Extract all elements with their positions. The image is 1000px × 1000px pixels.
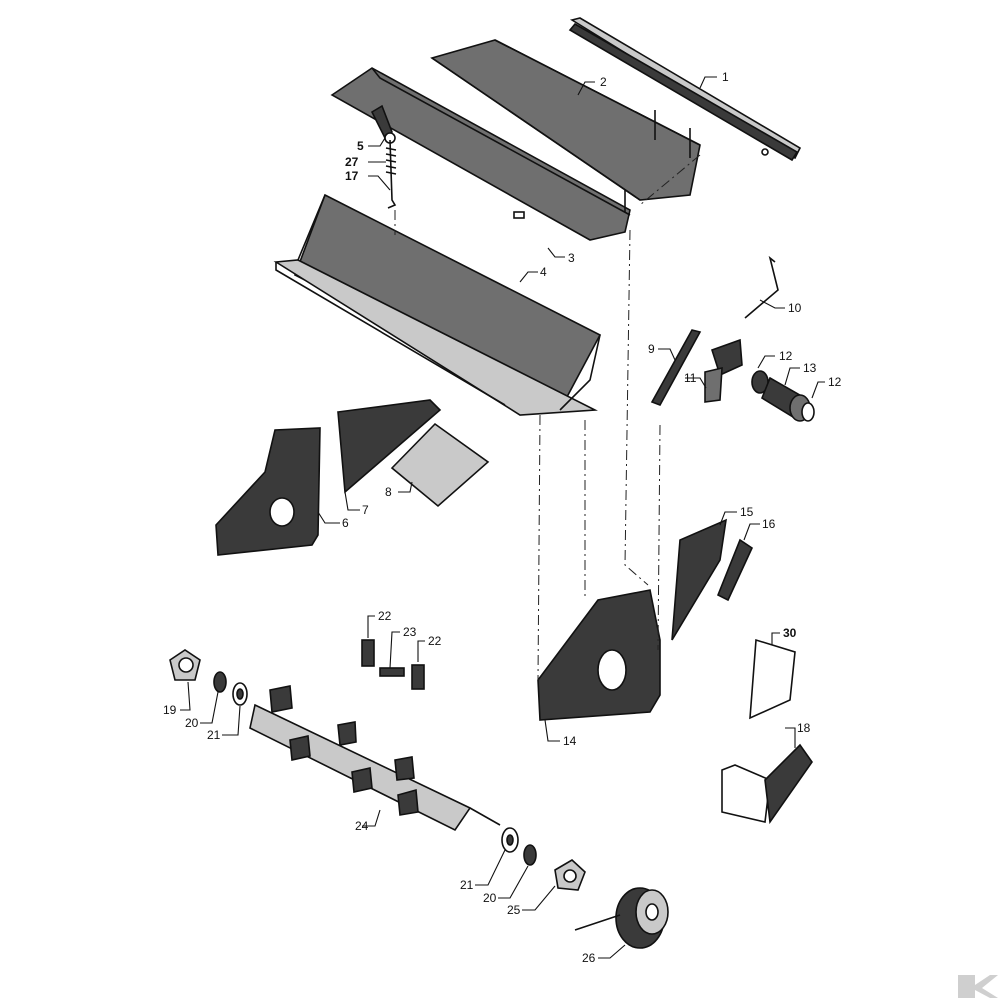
callout-12-right: 12 — [828, 375, 842, 389]
part-9-spring — [650, 329, 702, 406]
part-16-strip — [716, 538, 754, 602]
callout-20-left: 20 — [185, 716, 199, 730]
part-3-louvre-plate — [330, 67, 631, 241]
part-8-panel — [390, 422, 490, 508]
fasteners-top — [624, 110, 691, 212]
assembly-lines — [394, 154, 701, 681]
callout-11: 11 — [684, 371, 697, 385]
callout-6: 6 — [342, 516, 349, 530]
part-7-panel — [337, 399, 442, 494]
part-21-ring — [232, 682, 248, 706]
callout-23: 23 — [403, 625, 417, 639]
part-5-lever — [370, 104, 397, 209]
callout-9: 9 — [648, 342, 655, 356]
callout-21-left: 21 — [207, 728, 221, 742]
part-20-bearing — [213, 671, 227, 693]
callout-15: 15 — [740, 505, 754, 519]
callout-22-left: 22 — [378, 609, 392, 623]
callout-16: 16 — [762, 517, 776, 531]
callout-1: 1 — [722, 70, 729, 84]
part-25-flange — [554, 859, 586, 891]
callout-24: 24 — [355, 819, 369, 833]
callout-13: 13 — [803, 361, 817, 375]
part-19-bearing-flange — [169, 649, 201, 681]
callout-26: 26 — [582, 951, 596, 965]
callout-4: 4 — [540, 265, 547, 279]
callout-20-right: 20 — [483, 891, 497, 905]
part-30-plate — [749, 638, 796, 720]
callout-14: 14 — [563, 734, 577, 748]
callout-5: 5 — [357, 139, 364, 153]
callout-8: 8 — [385, 485, 392, 499]
watermark-logo-icon — [958, 975, 998, 998]
callout-labels: 1 2 3 4 5 27 17 10 9 12 13 12 11 6 7 8 1… — [163, 70, 842, 965]
callout-10: 10 — [788, 301, 802, 315]
callout-30: 30 — [783, 626, 797, 640]
callout-19: 19 — [163, 703, 177, 717]
callout-12-top: 12 — [779, 349, 793, 363]
part-2-upper-plate — [430, 39, 701, 201]
part-10-shaft-lever — [744, 255, 779, 319]
callout-21-right: 21 — [460, 878, 474, 892]
callout-17: 17 — [345, 169, 359, 183]
callout-18: 18 — [797, 721, 811, 735]
part-21-ring-right — [501, 827, 519, 853]
callout-2: 2 — [600, 75, 607, 89]
part-18-housing — [721, 743, 813, 825]
part-22-23-brackets — [361, 639, 425, 690]
part-24-beater-shaft — [249, 685, 501, 832]
leader-lines — [180, 76, 825, 959]
part-26-pulley — [574, 887, 669, 949]
part-15-panel — [671, 518, 728, 641]
part-11-bracket — [704, 338, 743, 403]
part-4-trough — [273, 193, 602, 416]
callout-25: 25 — [507, 903, 521, 917]
part-12-13-roller — [751, 370, 815, 422]
callout-7: 7 — [362, 503, 369, 517]
callout-3: 3 — [568, 251, 575, 265]
part-1-angle-strip — [568, 17, 802, 162]
part-6-side-plate — [215, 427, 321, 556]
part-20-bearing-right — [523, 844, 537, 866]
callout-27: 27 — [345, 155, 359, 169]
callout-22-right: 22 — [428, 634, 442, 648]
part-14-side-plate — [537, 589, 661, 721]
